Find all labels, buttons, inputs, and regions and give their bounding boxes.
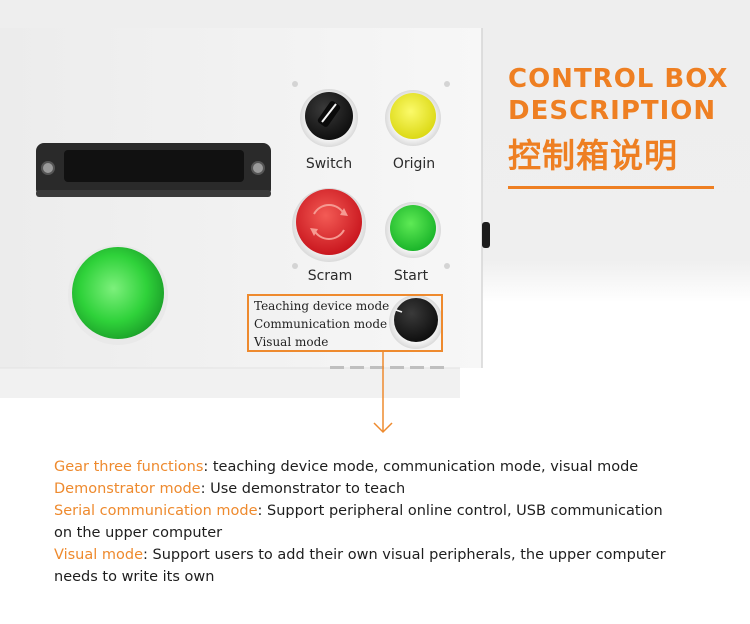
desc-serial-cont: on the upper computer [54,525,223,541]
title-line1: CONTROL BOX [508,64,729,94]
switch-knob[interactable] [300,89,358,147]
desc-visual-text: : Support users to add their own visual … [143,547,666,563]
mode-callout-box [247,294,443,352]
vent-slots [330,366,444,369]
title-line2: DESCRIPTION [508,96,717,126]
desc-serial-key: Serial communication mode [54,503,258,519]
desc-demo-key: Demonstrator mode [54,481,201,497]
desc-gear: Gear three functions: teaching device mo… [54,456,638,478]
down-arrow-icon [373,352,393,434]
switch-label: Switch [305,156,353,172]
title-cn: 控制箱说明 [508,136,678,175]
mode-selector-knob[interactable] [389,295,443,349]
scram-button[interactable] [292,188,366,262]
scram-label: Scram [307,268,353,284]
desc-demo: Demonstrator mode: Use demonstrator to t… [54,478,405,500]
title-underline [508,186,714,189]
start-button[interactable] [385,202,441,258]
big-green-lamp [68,245,168,345]
desc-visual-cont: needs to write its own [54,569,215,585]
desc-gear-key: Gear three functions [54,459,204,475]
mount-screws [292,81,450,269]
origin-label: Origin [392,156,436,172]
desc-visual: Visual mode: Support users to add their … [54,544,666,566]
desc-gear-text: : teaching device mode, communication mo… [203,459,639,475]
handle [36,143,271,197]
start-label: Start [393,268,429,284]
mode-teaching: Teaching device mode [254,299,390,313]
origin-button[interactable] [385,90,441,146]
mode-visual: Visual mode [254,335,329,349]
desc-serial-text: : Support peripheral online control, USB… [257,503,663,519]
desc-serial: Serial communication mode: Support perip… [54,500,663,522]
desc-demo-text: : Use demonstrator to teach [200,481,406,497]
desc-visual-key: Visual mode [54,547,144,563]
mode-communication: Communication mode [254,317,388,331]
